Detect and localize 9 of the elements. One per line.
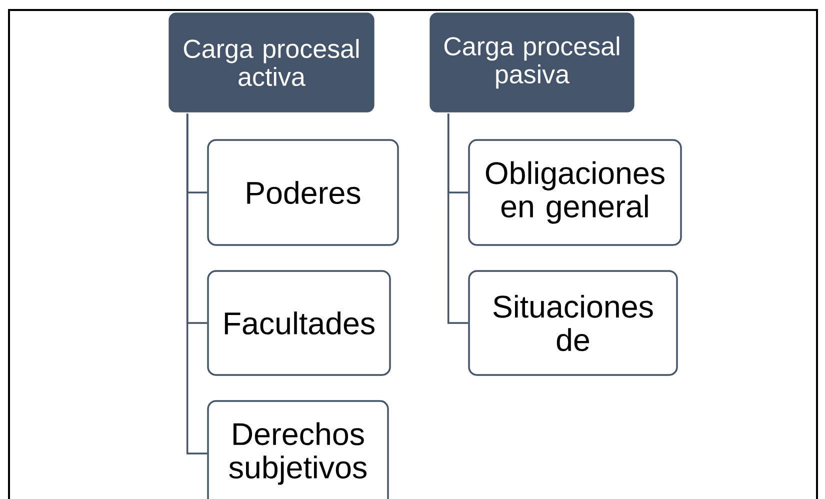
connector <box>186 114 208 454</box>
item-box: Situaciones de <box>468 270 678 376</box>
header-box: Carga procesal pasiva <box>428 11 636 114</box>
item-box: Poderes <box>207 139 399 246</box>
item-box: Derechos subjetivos <box>207 400 389 499</box>
connector <box>447 114 468 324</box>
header-box: Carga procesal activa <box>167 11 376 114</box>
item-box: Facultades <box>207 270 391 376</box>
item-box: Obligaciones en general <box>468 139 682 246</box>
